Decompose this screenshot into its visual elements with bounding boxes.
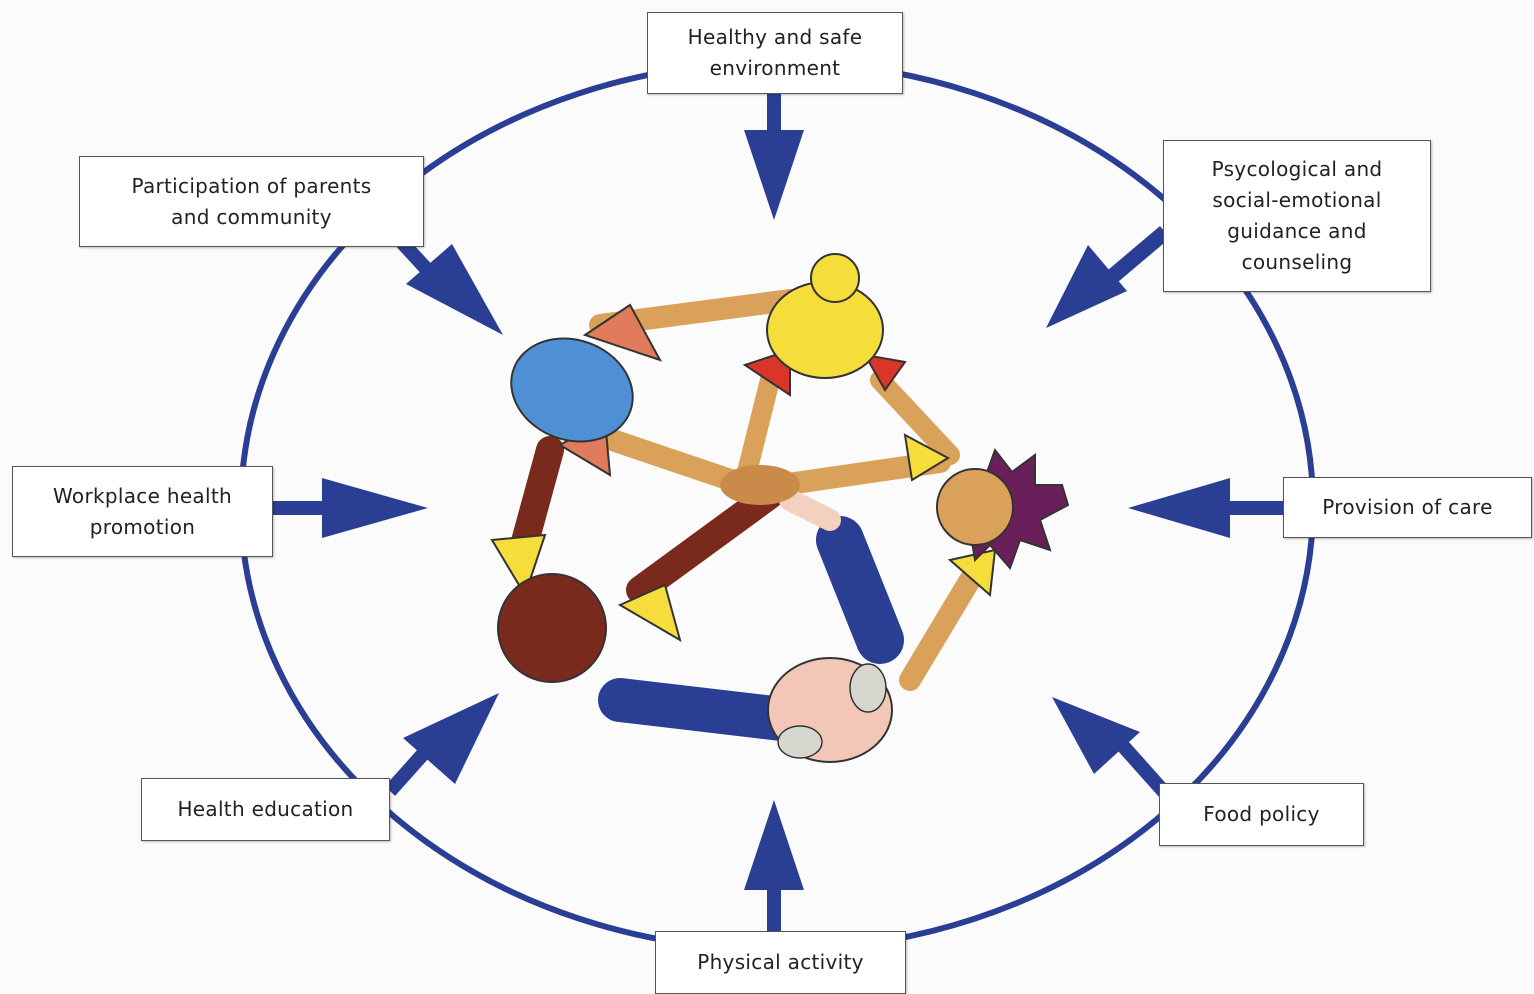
factor-label-line: counseling [1241,250,1353,274]
factor-provision-of-care: Provision of care [1283,477,1532,538]
arrow-physical [744,800,804,934]
arrow-parents [392,232,503,335]
arrow-workplace [272,478,428,538]
factor-participation-parents-community: Participation of parents and community [79,156,424,247]
factor-label-line: Healthy and safe [687,25,863,49]
arrow-food [1052,697,1170,798]
factor-label-line: Psycological and [1211,157,1383,181]
factor-label-line: Physical activity [697,950,864,974]
factor-physical-activity: Physical activity [655,931,906,994]
factor-label-line: and community [171,204,332,229]
factor-food-policy: Food policy [1159,783,1364,846]
factor-label-line: Food policy [1203,802,1320,826]
arrow-psychological [1046,226,1170,328]
arrows [272,92,1286,934]
factor-healthy-safe-environment: Healthy and safe environment [647,12,903,94]
factor-label-line: Health education [177,797,354,821]
factor-psychological-guidance: Psycological and social-emotional guidan… [1163,140,1431,292]
arrow-education [385,693,499,796]
factor-label-line: promotion [89,514,196,539]
arrow-environment [744,92,804,220]
factor-health-education: Health education [141,778,390,841]
arrow-care [1128,478,1286,538]
factor-workplace-health-promotion: Workplace health promotion [12,466,273,557]
factor-label-line: Provision of care [1322,495,1493,519]
children-holding-hands-illustration [490,253,1070,763]
factor-label-line: Workplace health [53,483,232,508]
factor-label-line: social-emotional [1212,188,1382,212]
factor-label-line: environment [709,56,841,80]
factor-label-line: Participation of parents [131,173,372,198]
factor-label-line: guidance and [1227,219,1367,243]
